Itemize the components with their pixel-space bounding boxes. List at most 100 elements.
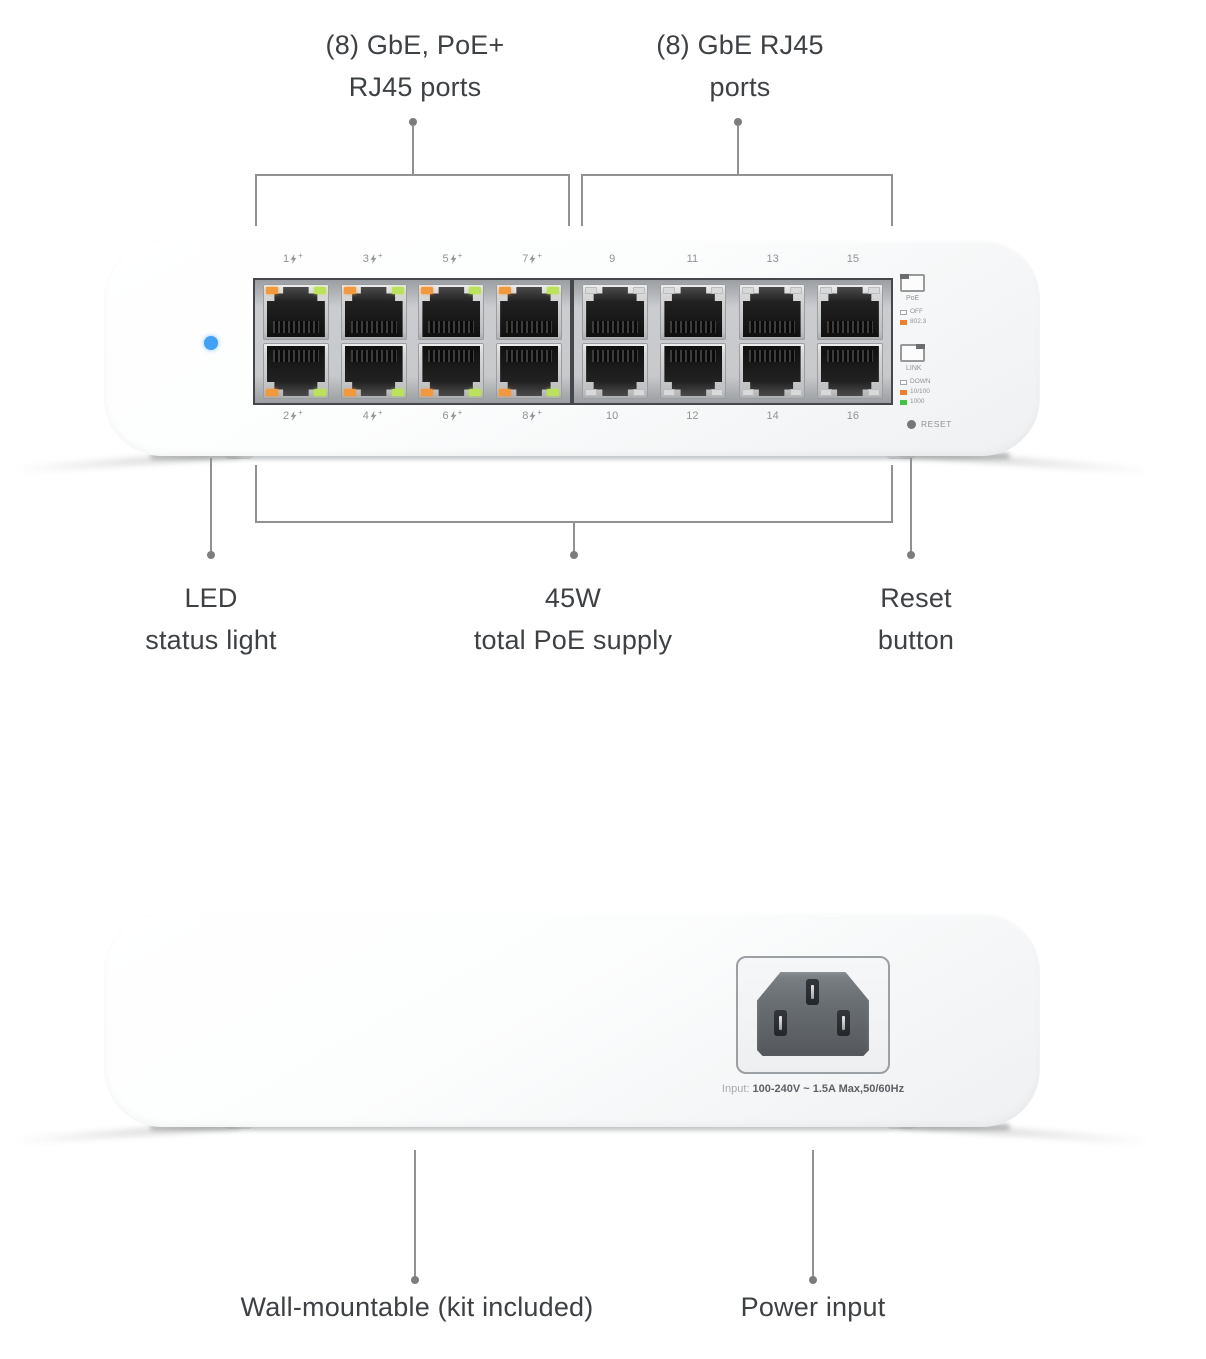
port-number-label: 11 <box>686 253 699 265</box>
port-led <box>547 287 560 294</box>
rj45-port <box>816 343 883 399</box>
port-led <box>265 389 278 396</box>
callout-dot <box>907 551 915 559</box>
socket-pin <box>806 979 819 1005</box>
callout-dot <box>809 1276 817 1284</box>
callout-line-2: total PoE supply <box>473 625 673 655</box>
port-labels-top: 9 11 13 15 <box>572 248 893 270</box>
port-led <box>499 389 512 396</box>
callout-line-1: (8) GbE, PoE+ <box>325 30 505 60</box>
poe-bolt-icon <box>290 411 297 421</box>
link-legend-port-icon <box>900 344 925 362</box>
bracket-poe-supply <box>255 465 893 523</box>
power-rating-value: 100-240V ~ 1.5A Max,50/60Hz <box>752 1083 905 1095</box>
port-led <box>711 389 724 396</box>
port-led <box>633 389 646 396</box>
poe-bolt-icon <box>290 254 297 264</box>
port-led <box>633 287 646 294</box>
port-number-label: 12 <box>686 410 699 422</box>
port-number-label: 3+ <box>362 251 383 265</box>
legend-swatch-green <box>900 399 907 405</box>
rj45-port <box>660 284 727 340</box>
port-led <box>867 287 880 294</box>
link-legend-title: LINK <box>906 365 922 372</box>
port-led <box>585 287 598 294</box>
port-led <box>663 287 676 294</box>
socket-pin <box>837 1010 850 1036</box>
callout-dot <box>207 551 215 559</box>
legend-item: 10/100 <box>900 387 970 397</box>
poe-bolt-icon <box>529 254 536 264</box>
port-panel <box>253 278 572 405</box>
port-led <box>343 287 356 294</box>
port-number-label: 10 <box>606 410 619 422</box>
port-led <box>391 287 404 294</box>
port-number-label: 8+ <box>522 408 543 422</box>
iec-c14-socket <box>757 972 869 1056</box>
link-led-position-mark <box>916 344 925 349</box>
poe-bolt-icon <box>370 254 377 264</box>
port-number-label: 2+ <box>282 408 303 422</box>
port-led <box>343 389 356 396</box>
rj45-port <box>418 343 485 399</box>
power-rating-text: Input: 100-240V ~ 1.5A Max,50/60Hz <box>722 1083 904 1095</box>
port-number-label: 7+ <box>522 251 543 265</box>
port-number-label: 4+ <box>362 408 383 422</box>
port-labels-top: 1+ 3+ 5+ 7+ <box>253 248 572 270</box>
rj45-port <box>262 343 329 399</box>
rj45-jack <box>500 287 559 337</box>
callout-poe-supply-label: 45W total PoE supply <box>474 577 672 661</box>
legend-swatch-orange <box>900 389 907 395</box>
port-led <box>663 389 676 396</box>
bracket-poe-ports <box>255 174 570 226</box>
port-number-label: 14 <box>766 410 779 422</box>
callout-gbe-ports-label: (8) GbE RJ45 ports <box>656 24 823 108</box>
port-led <box>547 389 560 396</box>
port-led <box>265 287 278 294</box>
rj45-port <box>738 343 805 399</box>
rj45-port <box>340 284 407 340</box>
poe-bolt-icon <box>370 411 377 421</box>
callout-line <box>412 125 414 174</box>
callout-line-2: RJ45 ports <box>348 72 482 102</box>
rj45-jack <box>742 287 801 337</box>
legend-swatch-orange <box>900 319 907 325</box>
reset-button-dot <box>907 419 916 429</box>
port-led <box>867 389 880 396</box>
port-led <box>313 389 326 396</box>
rj45-jack <box>266 287 325 337</box>
callout-line <box>210 458 212 553</box>
callout-line-1: (8) GbE RJ45 <box>656 30 824 60</box>
port-led <box>421 287 434 294</box>
callout-led-label: LED status light <box>145 577 276 661</box>
rj45-port <box>738 284 805 340</box>
port-status-legend: PoE OFF 802.3 LINK DOWN 10/100 1000 <box>900 274 970 407</box>
port-number-label: 9 <box>609 253 616 265</box>
reset-button: RESET <box>907 419 952 429</box>
rj45-jack <box>664 287 723 337</box>
port-led <box>313 287 326 294</box>
legend-item: OFF <box>900 307 970 317</box>
socket-pin <box>774 1010 787 1036</box>
port-group-standard: 9 11 13 15 10 12 14 16 <box>572 248 893 427</box>
port-number-label: 6+ <box>442 408 463 422</box>
port-labels-bottom: 2+ 4+ 6+ 8+ <box>253 405 572 427</box>
device-shadow <box>150 1124 1010 1130</box>
callout-line <box>414 1150 416 1278</box>
rj45-port <box>340 343 407 399</box>
rj45-port <box>496 343 563 399</box>
port-led <box>819 287 832 294</box>
port-led <box>585 389 598 396</box>
callout-line <box>812 1150 814 1278</box>
rj45-port <box>262 284 329 340</box>
poe-bolt-icon <box>450 411 457 421</box>
rj45-port <box>816 284 883 340</box>
port-number-label: 16 <box>846 410 859 422</box>
callout-line-2: status light <box>145 625 277 655</box>
port-led <box>391 389 404 396</box>
callout-dot <box>734 118 742 126</box>
rj45-port <box>496 284 563 340</box>
port-led <box>741 389 754 396</box>
rj45-jack <box>820 287 879 337</box>
